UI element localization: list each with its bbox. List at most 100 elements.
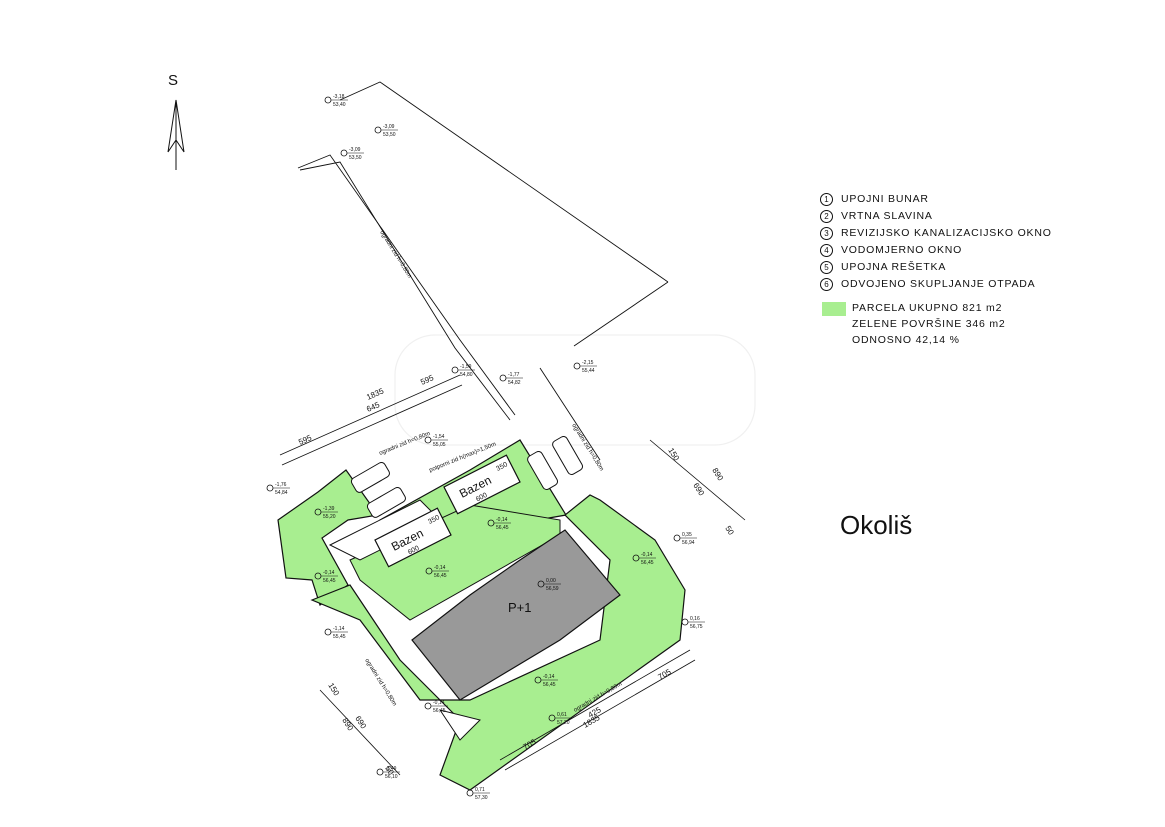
elevation-marker: -1,39 55,20 [314,506,338,520]
dim-left-a: 150 [326,681,341,698]
elevation-symbol [681,618,689,626]
pool-1-length: 600 [407,545,421,557]
elevation-symbol [466,789,474,797]
pool-2-width: 350 [495,461,509,473]
elevation-absolute: 57,20 [557,720,570,726]
legend-number: 1 [820,192,833,206]
elevation-absolute: 56,75 [690,624,703,630]
elevation-relative: -0,49 [385,766,397,772]
elevation-absolute: 56,45 [496,525,509,531]
elevation-absolute: 56,94 [682,540,695,546]
dimension-lines [279,374,746,776]
cars [350,435,584,518]
legend-label: UPOJNI BUNAR [841,193,929,205]
dim-right-b: 690 [691,481,706,498]
access-road [297,81,669,461]
legend-label: UPOJNA REŠETKA [841,261,947,273]
elevation-absolute: 56,10 [385,774,398,780]
green-swatch [822,302,846,316]
legend-label: REVIZIJSKO KANALIZACIJSKO OKNO [841,227,1052,239]
elevation-absolute: 56,59 [546,586,559,592]
green-total: ZELENE POVRŠINE 346 m2 [852,318,1006,330]
elevation-relative: -3,09 [383,124,395,130]
legend-number: 5 [820,260,833,274]
elevation-symbol [573,362,581,370]
watermark [394,334,756,446]
legend-item: 5 UPOJNA REŠETKA [820,259,1052,276]
elevation-symbol [324,628,332,636]
elevation-absolute: 56,45 [434,573,447,579]
elevation-relative: -1,39 [323,506,335,512]
elevation-relative: 0,00 [546,578,556,584]
dim-right-total: 890 [710,466,725,483]
elevation-relative: -1,54 [433,434,445,440]
paved-areas [328,499,481,741]
pool-2 [443,454,521,515]
elevation-absolute: 56,45 [433,708,446,714]
pool-2-length: 600 [475,492,489,504]
elevation-symbol [499,374,507,382]
elevation-relative: 0,16 [690,616,700,622]
elevation-relative: -0,14 [434,565,446,571]
dim-right-c: 50 [723,524,736,537]
elevation-absolute: 53,50 [349,155,362,161]
elevation-relative: -0,14 [323,570,335,576]
legend-number: 2 [820,209,833,223]
elevation-marker: -3,18 53,40 [324,94,348,108]
elevation-absolute: 54,82 [508,380,521,386]
elevation-absolute: 54,84 [275,490,288,496]
elevation-symbol [374,126,382,134]
elevation-symbol [451,366,459,374]
dim-top-b: 645 [365,400,381,414]
page-title: Okoliš [840,510,913,540]
elevation-absolute: 55,44 [582,368,595,374]
elevation-absolute: 53,40 [333,102,346,108]
elevation-marker: -0,14 56,45 [425,565,449,579]
elevation-relative: -0,14 [641,552,653,558]
elevation-absolute: 57,30 [475,795,488,801]
elevation-marker: -0,14 56,45 [534,674,558,688]
legend-item: 2 VRTNA SLAVINA [820,208,1052,225]
elevation-relative: -0,14 [433,700,445,706]
wall-label-1: ogradni zid h=0,80m [378,230,412,279]
elevation-absolute: 55,05 [433,442,446,448]
legend-number: 3 [820,226,833,240]
pool-1-width: 350 [427,514,441,526]
building-footprint [411,529,621,701]
dim-top-c: 595 [419,373,435,387]
dim-top-total: 1835 [365,386,385,402]
elevation-marker: -3,09 53,50 [340,147,364,161]
dim-top-a: 595 [297,433,313,447]
elevation-relative: 0,61 [557,712,567,718]
dim-left-b: 690 [353,714,368,731]
elevation-symbol [424,436,432,444]
elevation-symbol [376,768,384,776]
area-stats: PARCELA UKUPNO 821 m2 ZELENE POVRŠINE 34… [822,300,1006,348]
green-ratio: ODNOSNO 42,14 % [852,334,960,346]
elevation-symbol [673,534,681,542]
elevation-marker: -0,49 56,10 [376,766,400,780]
plot-total: PARCELA UKUPNO 821 m2 [852,302,1003,314]
elevation-marker: 0,16 56,75 [681,616,705,630]
elevation-absolute: 56,45 [543,682,556,688]
elevation-absolute: 55,20 [323,514,336,520]
elevation-relative: -3,09 [349,147,361,153]
elevation-relative: -3,18 [333,94,345,100]
elevation-relative: -1,14 [333,626,345,632]
wall-label-5: ogradni zid h=0,80m [363,658,397,707]
elevation-marker: 0,61 57,20 [548,712,572,726]
legend-label: VRTNA SLAVINA [841,210,933,222]
elevation-absolute: 54,80 [460,372,473,378]
elevation-relative: -0,14 [543,674,555,680]
north-label: S [168,72,179,89]
